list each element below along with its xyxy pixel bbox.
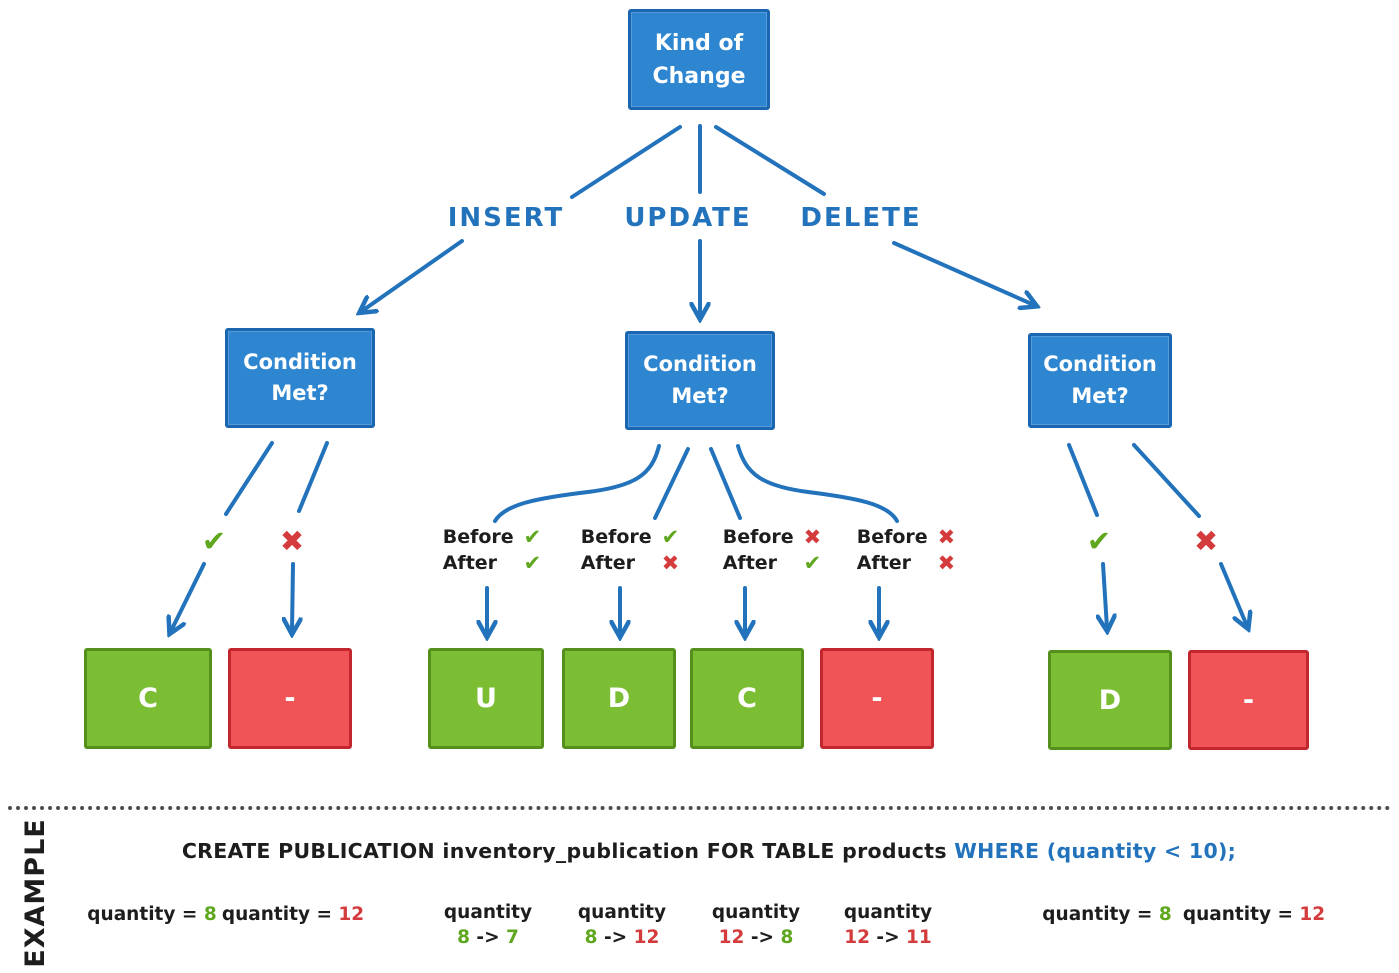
quantity-label: quantity xyxy=(711,902,801,923)
example-section-label: EXAMPLE xyxy=(19,818,51,968)
condition-node-insert: Condition Met? xyxy=(225,328,375,428)
result-label: C xyxy=(737,683,757,714)
quantity-label: quantity xyxy=(843,902,933,923)
cross-icon: ✖ xyxy=(279,524,305,558)
example-value-insert-1: quantity = 8 xyxy=(87,902,216,927)
branch-label-update: UPDATE xyxy=(624,203,752,233)
from-value: 8 xyxy=(457,927,470,948)
check-icon: ✔ xyxy=(1086,524,1112,558)
cross-icon: ✖ xyxy=(1193,524,1219,558)
root-node-label: Kind of Change xyxy=(652,30,746,89)
quantity-value: 12 xyxy=(338,904,365,925)
condition-node-label: Condition Met? xyxy=(643,352,757,408)
quantity-label: quantity = xyxy=(1182,904,1300,925)
result-label: D xyxy=(1098,684,1122,716)
check-icon: ✔ xyxy=(523,525,542,549)
result-box-delete-none: - xyxy=(1188,650,1309,750)
cross-icon: ✖ xyxy=(661,551,680,575)
after-label: After xyxy=(722,552,778,574)
example-value-delete-2: quantity = 12 xyxy=(1183,902,1325,927)
dotted-separator xyxy=(8,806,1391,810)
quantity-label: quantity = xyxy=(87,904,204,925)
after-label: After xyxy=(856,552,912,574)
arrow-glyph: -> xyxy=(750,927,775,948)
cross-icon: ✖ xyxy=(937,551,956,575)
to-value: 12 xyxy=(633,927,660,948)
arrow-glyph: -> xyxy=(876,927,900,948)
arrow-glyph: -> xyxy=(476,927,500,948)
result-box-insert-none: - xyxy=(228,648,352,749)
quantity-label: quantity xyxy=(577,902,667,923)
before-label: Before xyxy=(580,526,652,548)
before-after-case-2: Before ✔ After ✖ xyxy=(581,524,680,576)
result-label: D xyxy=(607,683,631,714)
result-box-update-u: U xyxy=(428,648,544,749)
quantity-value: 8 xyxy=(203,904,217,925)
result-label: U xyxy=(475,683,497,714)
example-value-update-2: quantity 8 -> 12 xyxy=(578,900,666,950)
example-value-update-3: quantity 12 -> 8 xyxy=(712,900,800,950)
before-label: Before xyxy=(856,526,928,548)
quantity-value: 8 xyxy=(1158,904,1172,925)
example-value-update-1: quantity 8 -> 7 xyxy=(444,900,532,950)
result-box-update-c: C xyxy=(690,648,804,749)
condition-node-update: Condition Met? xyxy=(625,331,775,430)
example-value-insert-2: quantity = 12 xyxy=(222,902,364,927)
condition-node-label: Condition Met? xyxy=(243,349,357,406)
check-icon: ✔ xyxy=(523,551,542,575)
root-node-kind-of-change: Kind of Change xyxy=(628,9,770,110)
from-value: 8 xyxy=(584,927,598,948)
quantity-label: quantity = xyxy=(221,904,339,925)
sql-create-publication: CREATE PUBLICATION inventory_publication… xyxy=(181,839,955,863)
result-box-delete-d: D xyxy=(1048,650,1172,750)
check-icon: ✔ xyxy=(201,524,227,558)
before-after-case-1: Before ✔ After ✔ xyxy=(443,524,542,576)
cross-icon: ✖ xyxy=(803,525,822,549)
branch-label-insert: INSERT xyxy=(447,203,565,233)
before-after-case-3: Before ✖ After ✔ xyxy=(723,524,822,576)
check-icon: ✔ xyxy=(803,551,822,575)
result-label: C xyxy=(138,683,158,714)
result-label: - xyxy=(1242,684,1255,716)
quantity-label: quantity xyxy=(443,902,533,923)
to-value: 11 xyxy=(906,927,932,948)
after-label: After xyxy=(442,552,498,574)
result-label: - xyxy=(871,683,883,714)
result-box-insert-create: C xyxy=(84,648,212,749)
before-label: Before xyxy=(442,526,514,548)
condition-node-delete: Condition Met? xyxy=(1028,333,1172,428)
from-value: 12 xyxy=(844,927,870,948)
to-value: 8 xyxy=(780,927,794,948)
to-value: 7 xyxy=(506,927,519,948)
cross-icon: ✖ xyxy=(937,525,956,549)
check-icon: ✔ xyxy=(661,525,680,549)
before-after-case-4: Before ✖ After ✖ xyxy=(857,524,956,576)
before-label: Before xyxy=(722,526,794,548)
branch-label-delete: DELETE xyxy=(800,203,922,233)
result-box-update-none: - xyxy=(820,648,934,749)
sql-statement: CREATE PUBLICATION inventory_publication… xyxy=(182,839,1236,863)
example-value-delete-1: quantity = 8 xyxy=(1042,902,1171,927)
result-label: - xyxy=(284,683,296,714)
after-label: After xyxy=(580,552,636,574)
quantity-label: quantity = xyxy=(1042,904,1159,925)
example-value-update-4: quantity 12 -> 11 xyxy=(844,900,932,950)
sql-where-clause: WHERE (quantity < 10); xyxy=(954,839,1237,863)
condition-node-label: Condition Met? xyxy=(1043,352,1157,408)
from-value: 12 xyxy=(718,927,745,948)
quantity-value: 12 xyxy=(1299,904,1326,925)
result-box-update-d: D xyxy=(562,648,676,749)
arrow-glyph: -> xyxy=(603,927,628,948)
